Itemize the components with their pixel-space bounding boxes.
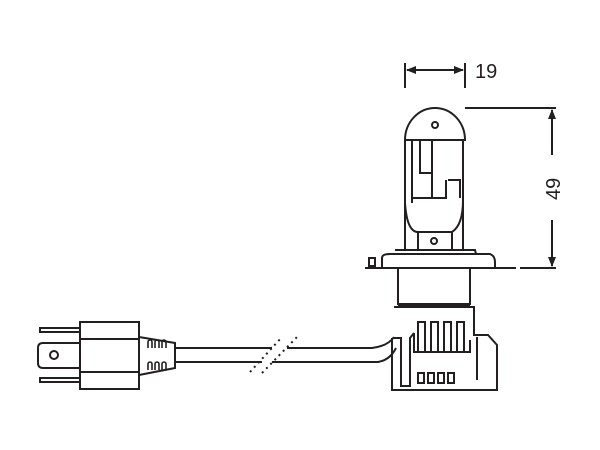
led-bulb xyxy=(365,107,516,391)
cable xyxy=(175,336,397,374)
h4-plug-connector xyxy=(37,321,176,390)
height-label: 49 xyxy=(543,178,565,200)
height-dimension xyxy=(465,107,556,269)
width-label: 19 xyxy=(475,61,497,83)
width-dimension xyxy=(404,63,466,88)
